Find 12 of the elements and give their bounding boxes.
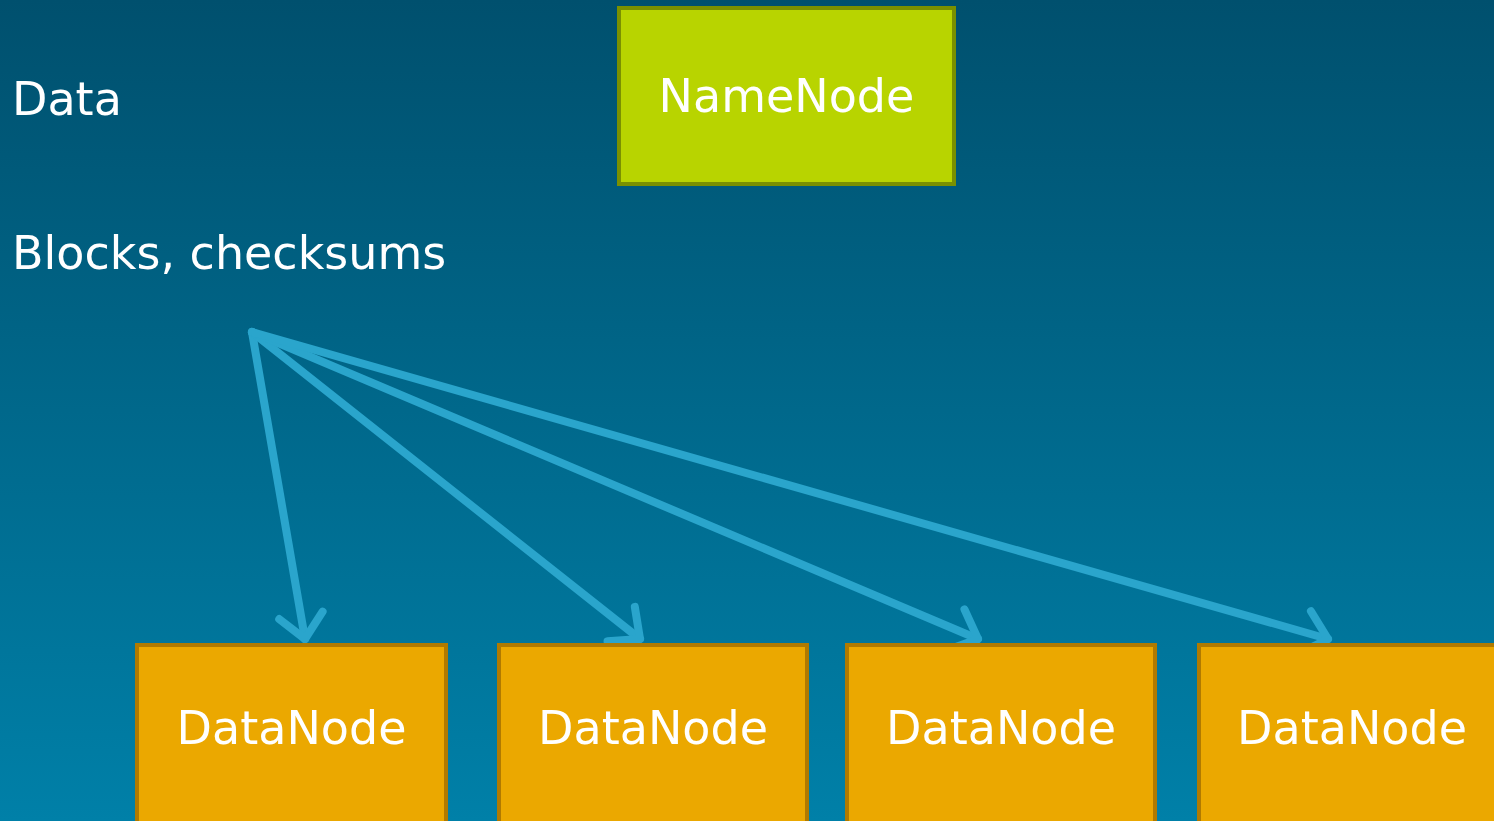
text-label: Blocks, checksums — [12, 226, 447, 280]
text-label: Data — [12, 72, 122, 126]
data-node-box — [497, 643, 809, 821]
node-label: DataNode — [176, 701, 407, 755]
data-node-box — [135, 643, 448, 821]
node-label: DataNode — [538, 701, 768, 755]
node-label: DataNode — [1237, 701, 1467, 755]
data-node-box — [845, 643, 1157, 821]
name-node-box — [617, 6, 956, 186]
node-label: DataNode — [886, 701, 1116, 755]
node-label: NameNode — [658, 69, 915, 123]
data-node-box — [1197, 643, 1494, 821]
